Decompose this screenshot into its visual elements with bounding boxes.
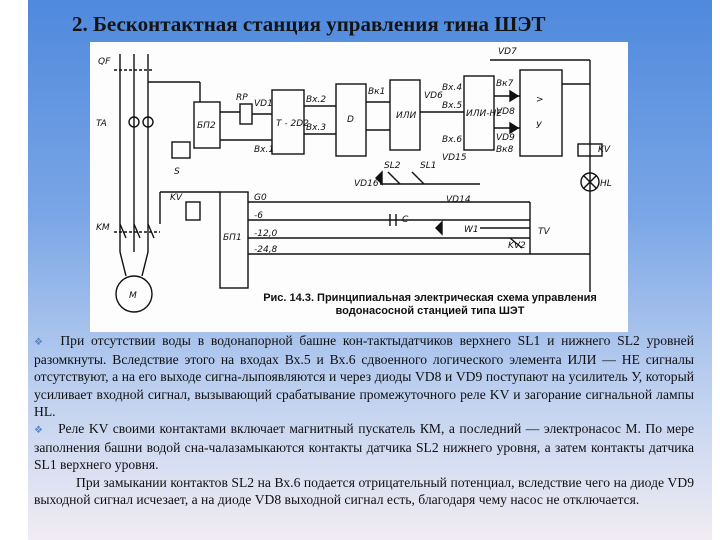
paragraph-2: ❖Реле KV своими контактами включает магн… bbox=[34, 420, 694, 474]
label-block-bp1: БП1 bbox=[223, 233, 242, 243]
label-block-ili: ИЛИ bbox=[396, 111, 417, 121]
figure-caption: Рис. 14.3. Принципиальная электрическая … bbox=[240, 292, 620, 318]
label-vd7: VD7 bbox=[498, 47, 517, 57]
label-vx1: Вх.1 bbox=[254, 145, 274, 155]
slide-title: 2. Бесконтактная станция управления тина… bbox=[72, 12, 546, 36]
label-vk7: Вк7 bbox=[496, 79, 514, 89]
paragraph-3-text: При замыкании контактов SL2 на Вх.6 пода… bbox=[34, 474, 694, 507]
label-minus-6: -6 bbox=[254, 211, 263, 221]
caption-line-1: Рис. 14.3. Принципиальная электрическая … bbox=[263, 292, 597, 304]
label-hl: HL bbox=[600, 179, 612, 189]
label-ta: TA bbox=[96, 119, 107, 129]
label-s: S bbox=[174, 167, 180, 177]
label-vx4: Вх.4 bbox=[442, 83, 462, 93]
label-vx2: Вх.2 bbox=[306, 95, 326, 105]
label-minus-12: -12,0 bbox=[254, 229, 278, 239]
label-tv: TV bbox=[538, 227, 550, 237]
bullet-icon: ❖ bbox=[34, 337, 47, 348]
label-minus-24: -24,8 bbox=[254, 245, 278, 255]
label-g0: G0 bbox=[254, 193, 267, 203]
label-kv2: KV2 bbox=[508, 241, 526, 251]
label-qf: QF bbox=[98, 57, 111, 67]
label-vx6: Вх.6 bbox=[442, 135, 462, 145]
label-block-ili-ne: ИЛИ-НЕ bbox=[466, 109, 502, 119]
label-vd8: VD8 bbox=[496, 107, 515, 117]
label-vx5: Вх.5 bbox=[442, 101, 462, 111]
bullet-icon: ❖ bbox=[34, 425, 45, 437]
paragraph-1-text: При отсутствии воды в водонапорной башне… bbox=[34, 333, 694, 419]
label-km: KM bbox=[96, 223, 110, 233]
label-motor: M bbox=[129, 291, 137, 301]
label-vd1: VD1 bbox=[254, 99, 273, 109]
label-vd9: VD9 bbox=[496, 133, 515, 143]
paragraph-2-text: Реле KV своими контактами включает магни… bbox=[34, 421, 694, 473]
label-kv-relay: KV bbox=[598, 145, 611, 155]
label-sl2: SL2 bbox=[384, 161, 401, 171]
label-vd14: VD14 bbox=[446, 195, 471, 205]
label-block-t2d2: T - 2D2 bbox=[276, 119, 309, 129]
label-vd16: VD16 bbox=[354, 179, 379, 189]
label-vk1: Вк1 bbox=[368, 87, 385, 97]
label-vk8: Вк8 bbox=[496, 145, 514, 155]
label-amp-symbol: > bbox=[536, 95, 544, 105]
paragraph-3: При замыкании контактов SL2 на Вх.6 пода… bbox=[34, 474, 694, 508]
label-vd6: VD6 bbox=[424, 91, 443, 101]
label-block-bp2: БП2 bbox=[197, 121, 216, 131]
label-c: C bbox=[402, 215, 409, 225]
circuit-schematic: QF TA KM M БП2 БП1 T - 2D2 D ИЛИ ИЛИ-НЕ … bbox=[96, 47, 612, 313]
slide-body: ❖При отсутствии воды в водонапорной башн… bbox=[34, 332, 694, 508]
label-vd15: VD15 bbox=[442, 153, 467, 163]
label-rp: RP bbox=[236, 93, 248, 103]
label-w1: W1 bbox=[464, 225, 479, 235]
label-block-u: У bbox=[536, 121, 542, 131]
label-sl1: SL1 bbox=[420, 161, 436, 171]
label-block-d: D bbox=[347, 115, 354, 125]
circuit-diagram: QF TA KM M БП2 БП1 T - 2D2 D ИЛИ ИЛИ-НЕ … bbox=[90, 42, 628, 332]
label-vx3: Вх.3 bbox=[306, 123, 326, 133]
paragraph-1: ❖При отсутствии воды в водонапорной башн… bbox=[34, 332, 694, 420]
label-kv: KV bbox=[170, 193, 183, 203]
caption-line-2: водонасосной станцией типа ШЭТ bbox=[335, 305, 525, 317]
